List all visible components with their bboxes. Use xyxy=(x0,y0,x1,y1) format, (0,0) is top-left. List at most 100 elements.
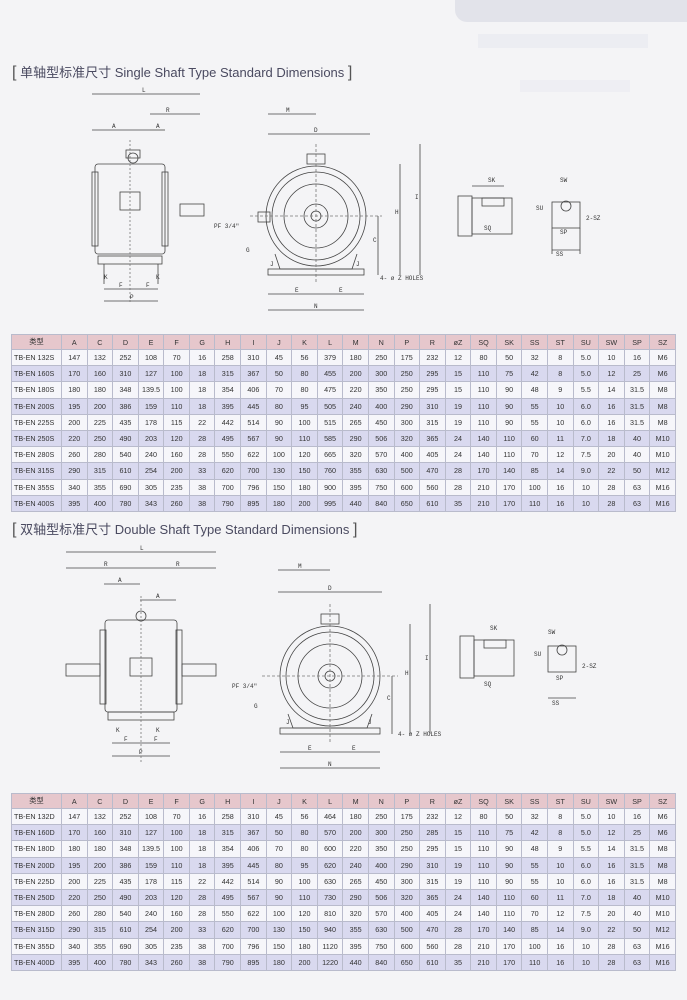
value-cell: 18 xyxy=(598,429,625,448)
value-cell: 120 xyxy=(163,429,190,448)
value-cell: 395 xyxy=(342,937,369,955)
svg-text:L: L xyxy=(140,545,144,552)
value-cell: 235 xyxy=(163,937,190,955)
value-cell: 80 xyxy=(470,348,497,367)
svg-text:SQ: SQ xyxy=(484,681,492,688)
value-cell: 31.5 xyxy=(623,856,651,874)
value-cell: M6 xyxy=(649,807,676,826)
sz-label: 2-SZ xyxy=(586,215,601,222)
value-cell: 90 xyxy=(265,872,293,890)
value-cell: 55 xyxy=(521,397,548,415)
value-cell: 258 xyxy=(214,807,242,826)
col-header: K xyxy=(291,334,318,350)
col-header: SP xyxy=(623,793,651,809)
value-cell: 63 xyxy=(623,953,651,971)
value-cell: 200 xyxy=(291,953,318,971)
value-cell: M6 xyxy=(649,365,676,383)
svg-text:J: J xyxy=(356,261,360,268)
col-header: I xyxy=(240,793,267,809)
value-cell: 28 xyxy=(598,478,625,496)
value-cell: 225 xyxy=(86,413,114,431)
value-cell: M16 xyxy=(649,937,676,955)
value-cell: 8 xyxy=(546,807,574,826)
value-cell: 790 xyxy=(214,494,242,512)
svg-text:M: M xyxy=(298,563,302,570)
value-cell: 343 xyxy=(137,953,165,971)
value-cell: 110 xyxy=(470,365,497,383)
col-header: ST xyxy=(546,793,574,809)
value-cell: 132 xyxy=(86,348,114,367)
value-cell: 14 xyxy=(598,840,625,858)
value-cell: 28 xyxy=(598,494,625,512)
value-cell: 400 xyxy=(86,953,114,971)
value-cell: 90 xyxy=(265,429,293,448)
svg-text:C: C xyxy=(373,237,377,244)
value-cell: 240 xyxy=(342,397,369,415)
value-cell: 85 xyxy=(521,462,548,480)
value-cell: 514 xyxy=(240,413,267,431)
value-cell: M12 xyxy=(649,921,676,939)
value-cell: 630 xyxy=(316,872,344,890)
value-cell: 90 xyxy=(495,381,523,399)
value-cell: 365 xyxy=(419,888,446,907)
svg-text:SK: SK xyxy=(488,177,496,184)
value-cell: 10 xyxy=(546,397,574,415)
col-header: C xyxy=(86,334,114,350)
value-cell: 90 xyxy=(495,872,523,890)
svg-text:H: H xyxy=(405,670,409,677)
value-cell: 240 xyxy=(137,446,165,464)
col-header: SZ xyxy=(649,793,676,809)
value-cell: 258 xyxy=(214,348,242,367)
model-cell: TB-EN 280S xyxy=(11,446,62,464)
value-cell: 315 xyxy=(86,921,114,939)
col-header: L xyxy=(316,334,344,350)
value-cell: 570 xyxy=(367,446,395,464)
value-cell: 610 xyxy=(112,462,139,480)
value-cell: 28 xyxy=(188,905,216,923)
value-cell: 250 xyxy=(393,840,421,858)
value-cell: 940 xyxy=(316,921,344,939)
value-cell: 25 xyxy=(623,365,651,383)
col-header: P xyxy=(393,334,421,350)
value-cell: M8 xyxy=(649,381,676,399)
value-cell: 343 xyxy=(137,494,165,512)
value-cell: 80 xyxy=(265,397,293,415)
value-cell: 315 xyxy=(86,462,114,480)
value-cell: 31.5 xyxy=(623,413,651,431)
value-cell: 180 xyxy=(86,840,114,858)
svg-text:PF 3/4": PF 3/4" xyxy=(232,683,257,690)
value-cell: 180 xyxy=(61,840,88,858)
value-cell: 16 xyxy=(188,807,216,826)
value-cell: 796 xyxy=(240,478,267,496)
value-cell: 225 xyxy=(86,872,114,890)
value-cell: 622 xyxy=(240,905,267,923)
value-cell: 810 xyxy=(316,905,344,923)
value-cell: 195 xyxy=(61,856,88,874)
value-cell: 139.5 xyxy=(137,381,165,399)
value-cell: 110 xyxy=(163,856,190,874)
value-cell: 450 xyxy=(367,413,395,431)
svg-text:R: R xyxy=(166,107,170,114)
value-cell: 350 xyxy=(367,840,395,858)
value-cell: 320 xyxy=(393,888,421,907)
value-cell: 315 xyxy=(419,413,446,431)
value-cell: 22 xyxy=(188,413,216,431)
value-cell: 12 xyxy=(598,365,625,383)
value-cell: 14 xyxy=(598,381,625,399)
value-cell: 180 xyxy=(86,381,114,399)
value-cell: 7.5 xyxy=(572,446,600,464)
value-cell: 32 xyxy=(521,348,548,367)
value-cell: 12 xyxy=(546,446,574,464)
value-cell: 1120 xyxy=(316,937,344,955)
value-cell: 252 xyxy=(112,807,139,826)
svg-text:K: K xyxy=(104,274,108,281)
value-cell: 7.0 xyxy=(572,888,600,907)
value-cell: 160 xyxy=(86,824,114,842)
value-cell: 120 xyxy=(291,446,318,464)
value-cell: 475 xyxy=(316,381,344,399)
